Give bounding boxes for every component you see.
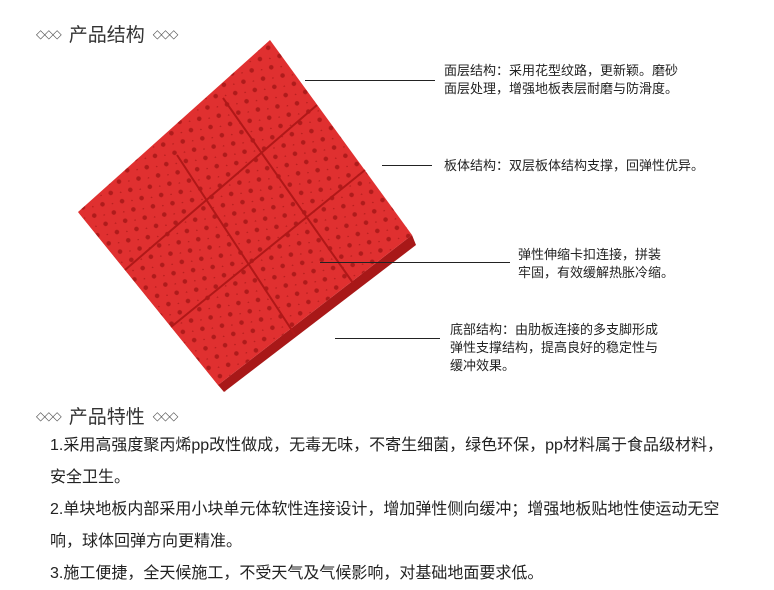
feature-item: 1.采用高强度聚丙烯pp改性做成，无毒无味，不寄生细菌，绿色环保，pp材料属于食… — [50, 437, 723, 486]
note-bottom: 底部结构：由肋板连接的多支脚形成 弹性支撑结构，提高良好的稳定性与 缓冲效果。 — [450, 321, 658, 375]
note-line: 面层结构：采用花型纹路，更新颖。磨砂 — [444, 63, 679, 78]
note-body: 板体结构：双层板体结构支撑，回弹性优异。 — [444, 157, 704, 175]
diamond-decor-icon: ◇◇◇ — [36, 26, 62, 41]
leader-line — [382, 165, 432, 166]
diamond-decor-icon: ◇◇◇ — [36, 408, 62, 423]
note-line: 板体结构：双层板体结构支撑，回弹性优异。 — [444, 158, 705, 173]
feature-item: 3.施工便捷，全天候施工，不受天气及气候影响，对基础地面要求低。 — [50, 565, 544, 582]
note-line: 弹性支撑结构，提高良好的稳定性与 — [450, 340, 659, 355]
leader-line — [305, 80, 435, 81]
structure-heading: ◇◇◇ 产品结构 ◇◇◇ — [36, 20, 179, 47]
note-line: 缓冲效果。 — [450, 358, 516, 373]
tile-grid — [124, 97, 366, 336]
structure-title: 产品结构 — [68, 25, 145, 46]
floor-tile-image — [78, 40, 416, 392]
note-line: 弹性伸缩卡扣连接，拼装 — [518, 247, 662, 262]
note-line: 牢固，有效缓解热胀冷缩。 — [518, 265, 675, 280]
features-heading: ◇◇◇ 产品特性 ◇◇◇ — [36, 402, 179, 429]
diamond-decor-icon: ◇◇◇ — [152, 408, 179, 423]
note-clip: 弹性伸缩卡扣连接，拼装 牢固，有效缓解热胀冷缩。 — [518, 246, 674, 282]
note-line: 面层处理，增强地板表层耐磨与防滑度。 — [444, 81, 679, 96]
leader-line — [320, 262, 510, 263]
features-title: 产品特性 — [68, 407, 145, 428]
note-surface: 面层结构：采用花型纹路，更新颖。磨砂 面层处理，增强地板表层耐磨与防滑度。 — [444, 62, 678, 98]
feature-item: 2.单块地板内部采用小块单元体软性连接设计，增加弹性侧向缓冲；增强地板贴地性使运… — [50, 501, 720, 550]
diamond-decor-icon: ◇◇◇ — [152, 26, 179, 41]
feature-list: 1.采用高强度聚丙烯pp改性做成，无毒无味，不寄生细菌，绿色环保，pp材料属于食… — [50, 430, 730, 590]
note-line: 底部结构：由肋板连接的多支脚形成 — [450, 322, 659, 337]
leader-line — [335, 338, 440, 339]
